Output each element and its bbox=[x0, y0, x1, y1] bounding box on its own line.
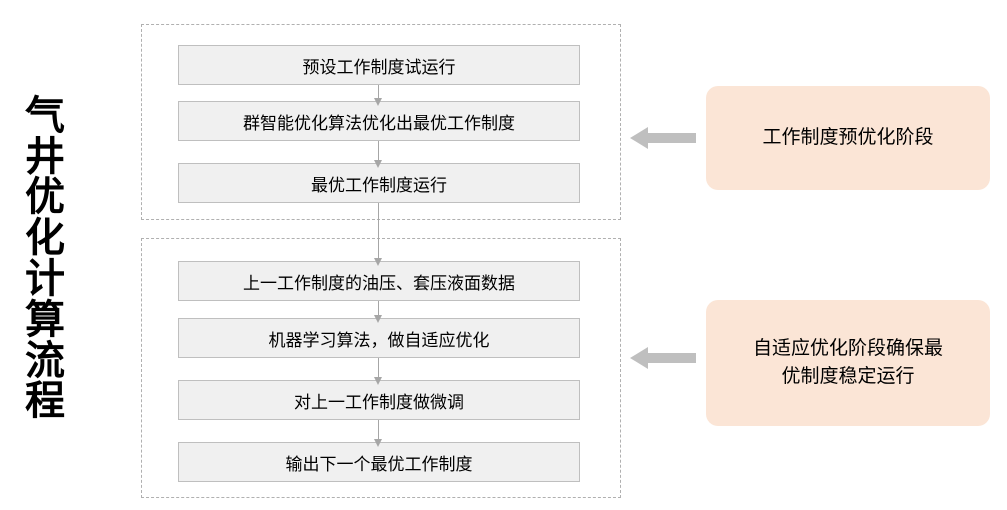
title-char: 程 bbox=[25, 379, 65, 424]
callout-line: 自适应优化阶段确保最 bbox=[752, 338, 943, 360]
title-char: 算 bbox=[25, 297, 65, 342]
title-char: 井 bbox=[25, 134, 65, 179]
title-char: 优 bbox=[25, 175, 65, 220]
arrow-down-icon bbox=[374, 358, 382, 385]
arrow-down-icon bbox=[374, 420, 382, 447]
group-container-adaptive-optimization bbox=[141, 238, 621, 498]
process-step-box[interactable]: 群智能优化算法优化出最优工作制度 bbox=[178, 101, 580, 141]
arrow-down-icon bbox=[374, 85, 382, 106]
process-step-box[interactable]: 机器学习算法，做自适应优化 bbox=[178, 318, 580, 358]
title-char: 化 bbox=[25, 216, 65, 261]
process-step-box[interactable]: 最优工作制度运行 bbox=[178, 163, 580, 203]
arrow-left-icon bbox=[630, 345, 696, 371]
arrow-down-icon bbox=[374, 141, 382, 168]
arrow-left-icon bbox=[630, 125, 696, 151]
title-char: 气 bbox=[25, 93, 65, 138]
arrow-down-icon bbox=[374, 301, 382, 323]
group-container-pre-optimization bbox=[141, 24, 621, 220]
phase-callout-adaptive-optimization: 自适应优化阶段确保最 优制度稳定运行 bbox=[706, 300, 990, 426]
process-step-box[interactable]: 对上一工作制度做微调 bbox=[178, 380, 580, 420]
process-step-box[interactable]: 预设工作制度试运行 bbox=[178, 45, 580, 85]
arrow-down-icon bbox=[374, 203, 382, 266]
process-step-box[interactable]: 上一工作制度的油压、套压液面数据 bbox=[178, 261, 580, 301]
process-step-box[interactable]: 输出下一个最优工作制度 bbox=[178, 442, 580, 482]
title-char: 计 bbox=[25, 257, 65, 301]
callout-line: 工作制度预优化阶段 bbox=[762, 127, 934, 149]
phase-callout-pre-optimization: 工作制度预优化阶段 bbox=[706, 86, 990, 190]
title-char: 流 bbox=[25, 338, 65, 383]
callout-line: 优制度稳定运行 bbox=[781, 366, 915, 387]
page-title: 气 井 优 化 计 算 流 程 bbox=[14, 96, 76, 422]
